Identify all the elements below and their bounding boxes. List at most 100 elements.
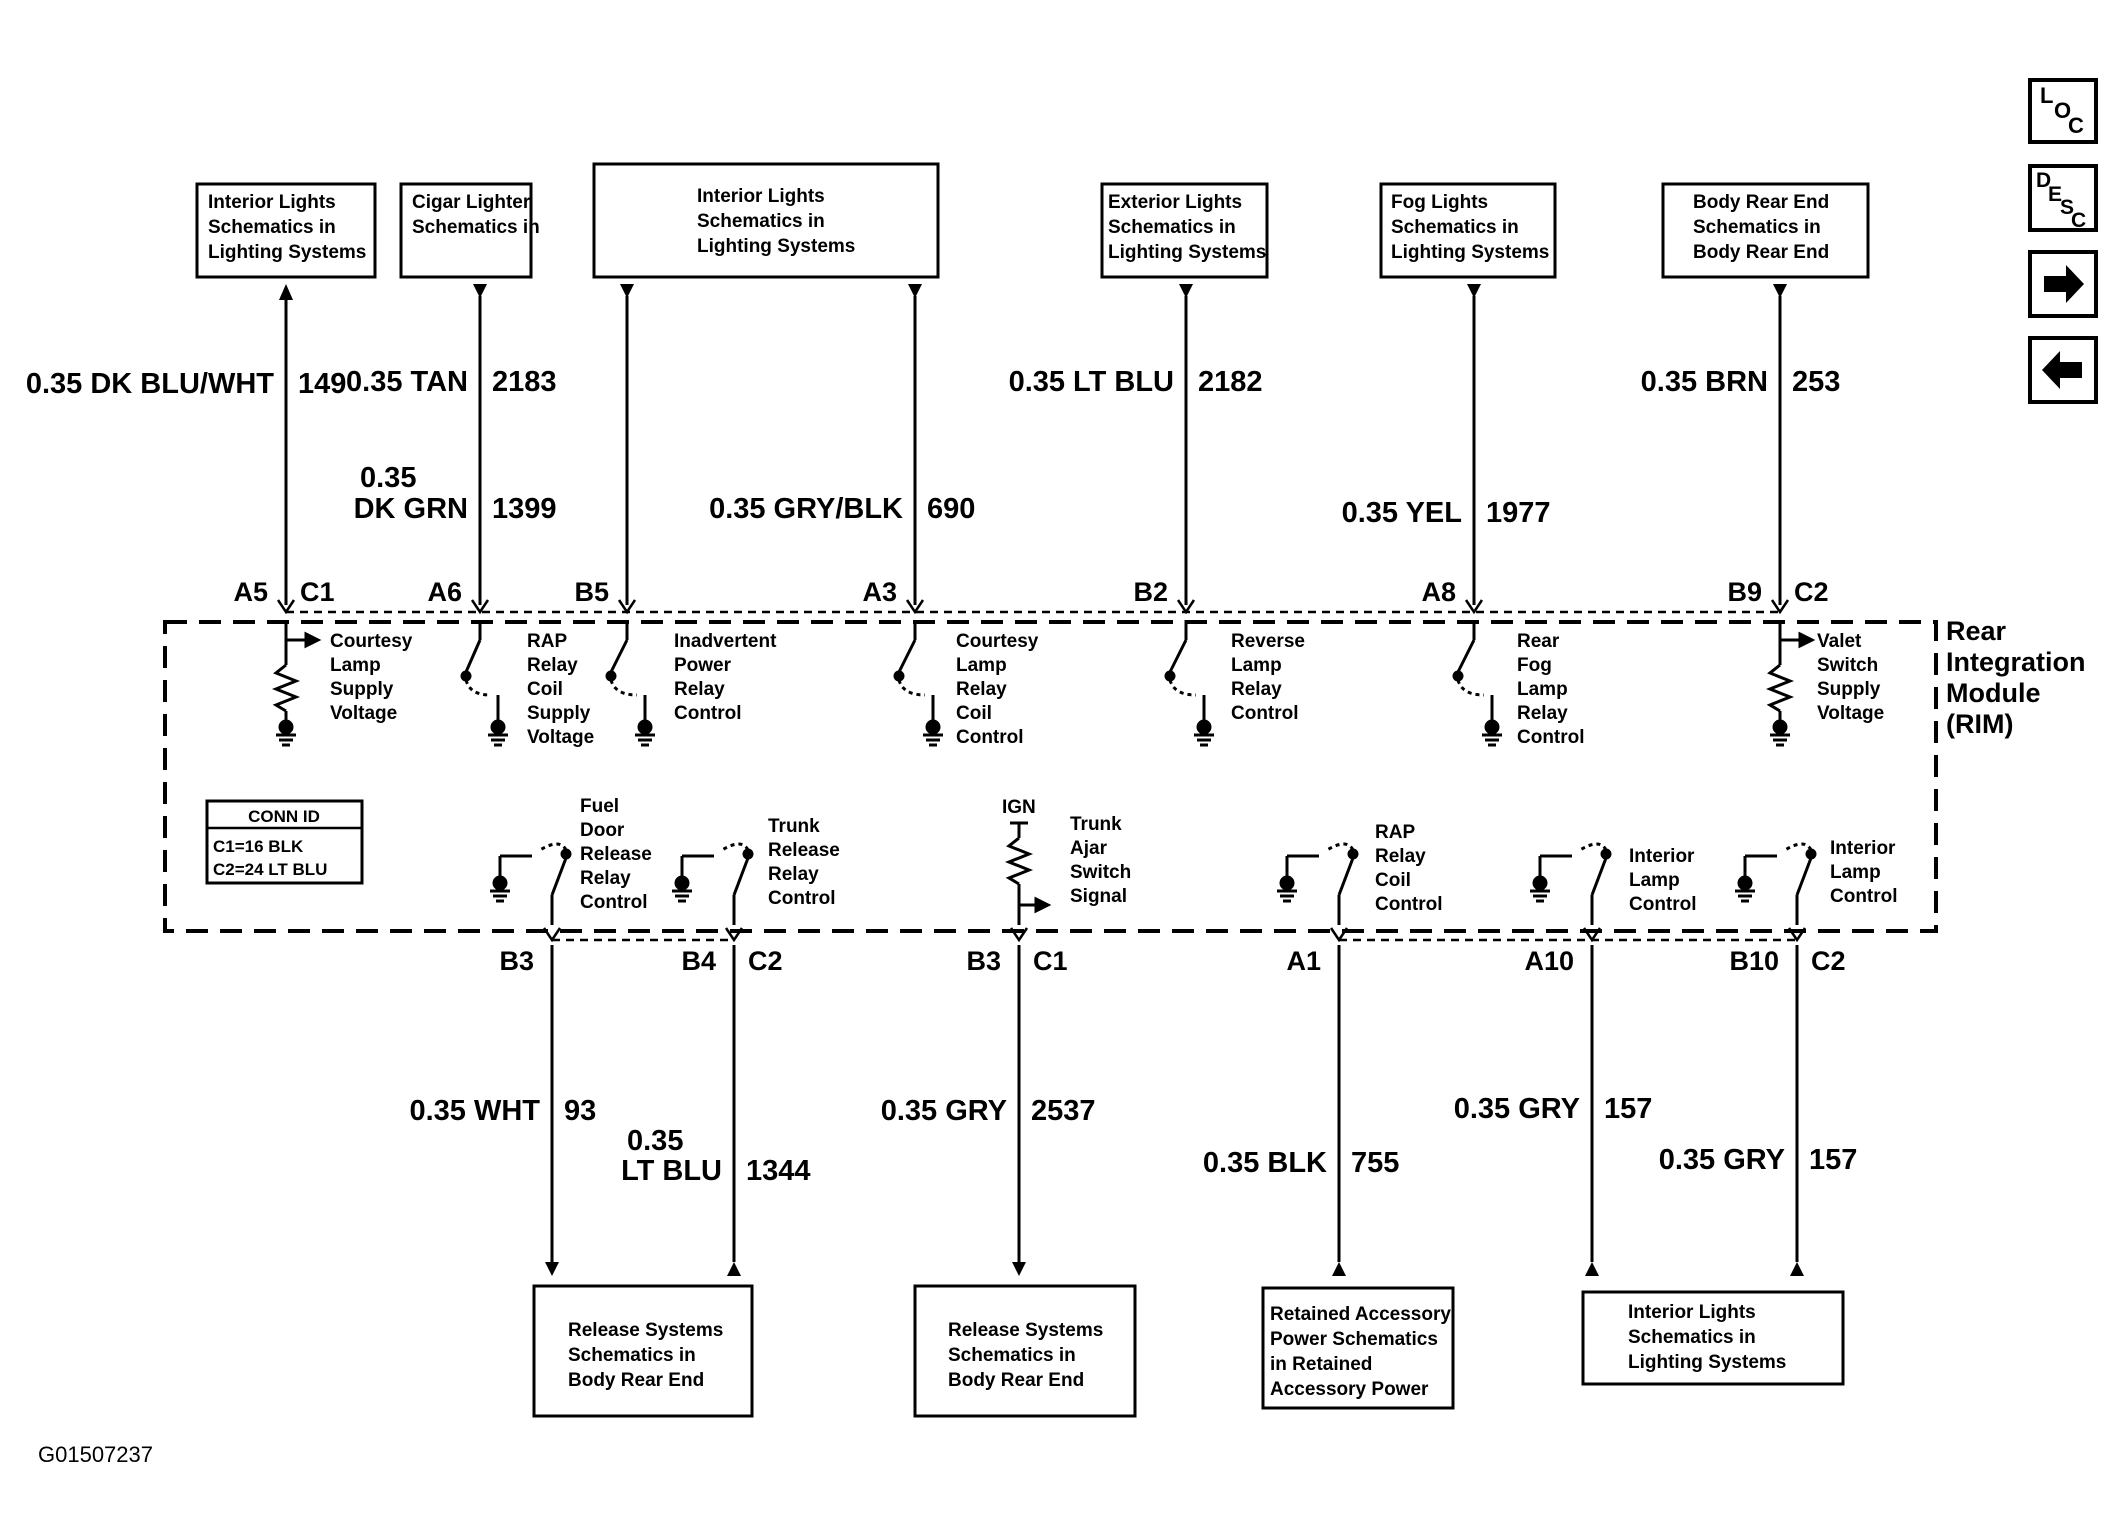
- svg-text:CONN ID: CONN ID: [248, 807, 320, 826]
- wire-label-1977: 0.35 YEL 1977: [1342, 497, 1551, 529]
- label-trunk-ajar-switch: Trunk Ajar Switch Signal: [1070, 814, 1131, 907]
- svg-text:1344: 1344: [746, 1155, 811, 1187]
- svg-text:C: C: [2071, 209, 2086, 232]
- svg-text:0.35 TAN: 0.35 TAN: [346, 366, 468, 398]
- conn-id-box: CONN ID C1=16 BLK C2=24 LT BLU: [205, 799, 364, 885]
- svg-text:0.35 LT BLU: 0.35 LT BLU: [1009, 366, 1174, 398]
- svg-text:149: 149: [298, 368, 346, 400]
- svg-text:Relay: Relay: [1375, 846, 1426, 867]
- svg-text:Interior: Interior: [1629, 846, 1695, 867]
- svg-text:Control: Control: [1517, 727, 1585, 748]
- bottom-wires: [550, 945, 1799, 1262]
- svg-text:Body Rear End: Body Rear End: [568, 1370, 704, 1391]
- svg-text:RAP: RAP: [1375, 822, 1415, 843]
- svg-text:Interior Lights: Interior Lights: [697, 186, 825, 207]
- svg-text:Supply: Supply: [527, 703, 591, 724]
- ref-box-interior-lights-2: Interior Lights Schematics in Lighting S…: [697, 186, 855, 257]
- ref-box-body-rear-end: Body Rear End Schematics in Body Rear En…: [1693, 192, 1829, 263]
- svg-text:C1: C1: [1033, 946, 1068, 976]
- svg-text:C1=16 BLK: C1=16 BLK: [213, 837, 304, 856]
- svg-text:A6: A6: [427, 577, 462, 607]
- svg-text:Valet: Valet: [1817, 631, 1862, 652]
- svg-text:Interior Lights: Interior Lights: [1628, 1302, 1756, 1323]
- svg-text:B9: B9: [1727, 577, 1762, 607]
- wire-label-93: 0.35 WHT 93: [409, 1095, 596, 1127]
- ref-box-exterior-lights: Exterior Lights Schematics in Lighting S…: [1108, 192, 1266, 263]
- svg-text:Trunk: Trunk: [768, 816, 820, 837]
- svg-text:Relay: Relay: [1231, 679, 1282, 700]
- svg-text:0.35 WHT: 0.35 WHT: [409, 1095, 540, 1127]
- svg-text:A10: A10: [1524, 946, 1574, 976]
- svg-text:157: 157: [1809, 1144, 1857, 1176]
- svg-text:Schematics in: Schematics in: [697, 211, 825, 232]
- svg-text:Control: Control: [1830, 886, 1898, 907]
- wire-label-1399: 0.35 DK GRN 1399: [354, 462, 557, 525]
- svg-text:0.35 GRY/BLK: 0.35 GRY/BLK: [709, 493, 903, 525]
- svg-text:Inadvertent: Inadvertent: [674, 631, 777, 652]
- svg-text:Relay: Relay: [527, 655, 578, 676]
- bottom-reference-boxes: [532, 1284, 1845, 1418]
- label-courtesy-lamp-relay-coil: Courtesy Lamp Relay Coil Control: [956, 631, 1039, 748]
- rim-module-label: Rear Integration Module (RIM): [1946, 616, 2086, 739]
- svg-text:Lighting Systems: Lighting Systems: [1628, 1352, 1786, 1373]
- svg-text:Schematics in: Schematics in: [948, 1345, 1076, 1366]
- label-inadvertent-power: Inadvertent Power Relay Control: [674, 631, 777, 724]
- svg-text:A1: A1: [1286, 946, 1321, 976]
- svg-text:0.35 YEL: 0.35 YEL: [1342, 497, 1462, 529]
- svg-text:Coil: Coil: [527, 679, 563, 700]
- label-reverse-lamp-relay: Reverse Lamp Relay Control: [1231, 631, 1305, 724]
- svg-text:Lighting Systems: Lighting Systems: [208, 242, 366, 263]
- svg-text:0.35: 0.35: [360, 462, 416, 494]
- label-rear-fog-lamp-relay: Rear Fog Lamp Relay Control: [1517, 631, 1585, 748]
- document-id: G01507237: [38, 1442, 153, 1467]
- wire-label-690: 0.35 GRY/BLK 690: [709, 493, 975, 525]
- desc-button[interactable]: D E S C: [2028, 164, 2098, 232]
- svg-text:Control: Control: [580, 892, 648, 913]
- svg-text:B10: B10: [1729, 946, 1779, 976]
- svg-text:Release: Release: [768, 840, 840, 861]
- svg-text:D: D: [2036, 169, 2051, 192]
- svg-text:Module: Module: [1946, 678, 2041, 708]
- svg-text:Schematics in: Schematics in: [1628, 1327, 1756, 1348]
- svg-text:Release Systems: Release Systems: [948, 1320, 1103, 1341]
- top-pin-labels: A5 C1 A6 B5 A3 B2 A8 B9 C2: [233, 577, 1828, 607]
- svg-text:Relay: Relay: [580, 868, 631, 889]
- reverse-lamp-relay-switch: [1164, 620, 1214, 747]
- svg-text:2183: 2183: [492, 366, 557, 398]
- svg-text:Lamp: Lamp: [1231, 655, 1282, 676]
- fuel-door-release-switch: [490, 842, 572, 925]
- courtesy-lamp-relay-coil-switch: [893, 620, 943, 747]
- svg-text:Coil: Coil: [956, 703, 992, 724]
- next-page-button[interactable]: [2028, 250, 2098, 318]
- svg-text:Lighting Systems: Lighting Systems: [1108, 242, 1266, 263]
- svg-text:0.35 GRY: 0.35 GRY: [881, 1095, 1007, 1127]
- svg-text:Lamp: Lamp: [1830, 862, 1881, 883]
- svg-text:Fog Lights: Fog Lights: [1391, 192, 1488, 213]
- ref-box-interior-lights-3: Interior Lights Schematics in Lighting S…: [1628, 1302, 1786, 1373]
- svg-text:C2: C2: [1811, 946, 1846, 976]
- svg-text:Supply: Supply: [1817, 679, 1881, 700]
- svg-text:Lamp: Lamp: [330, 655, 381, 676]
- svg-text:Relay: Relay: [956, 679, 1007, 700]
- ref-box-retained-accessory: Retained Accessory Power Schematics in R…: [1270, 1304, 1451, 1400]
- top-connector: [276, 599, 1790, 615]
- svg-text:L: L: [2040, 83, 2053, 108]
- svg-text:Control: Control: [768, 888, 836, 909]
- bottom-connector: [542, 927, 1807, 943]
- svg-text:Relay: Relay: [768, 864, 819, 885]
- previous-page-button[interactable]: [2028, 336, 2098, 404]
- svg-text:Schematics in: Schematics in: [208, 217, 336, 238]
- svg-text:Exterior Lights: Exterior Lights: [1108, 192, 1242, 213]
- svg-text:0.35 BRN: 0.35 BRN: [1641, 366, 1768, 398]
- arrow-left-icon: [2042, 351, 2082, 389]
- trunk-release-switch: [672, 842, 754, 925]
- svg-text:690: 690: [927, 493, 975, 525]
- svg-text:C: C: [2068, 113, 2084, 138]
- label-interior-lamp-control-1: Interior Lamp Control: [1629, 846, 1697, 915]
- loc-button[interactable]: L O C: [2028, 78, 2098, 144]
- svg-text:Schematics in: Schematics in: [412, 217, 540, 238]
- svg-text:Relay: Relay: [1517, 703, 1568, 724]
- wire-label-1344: 0.35 LT BLU 1344: [621, 1125, 810, 1187]
- svg-text:Fuel: Fuel: [580, 796, 619, 817]
